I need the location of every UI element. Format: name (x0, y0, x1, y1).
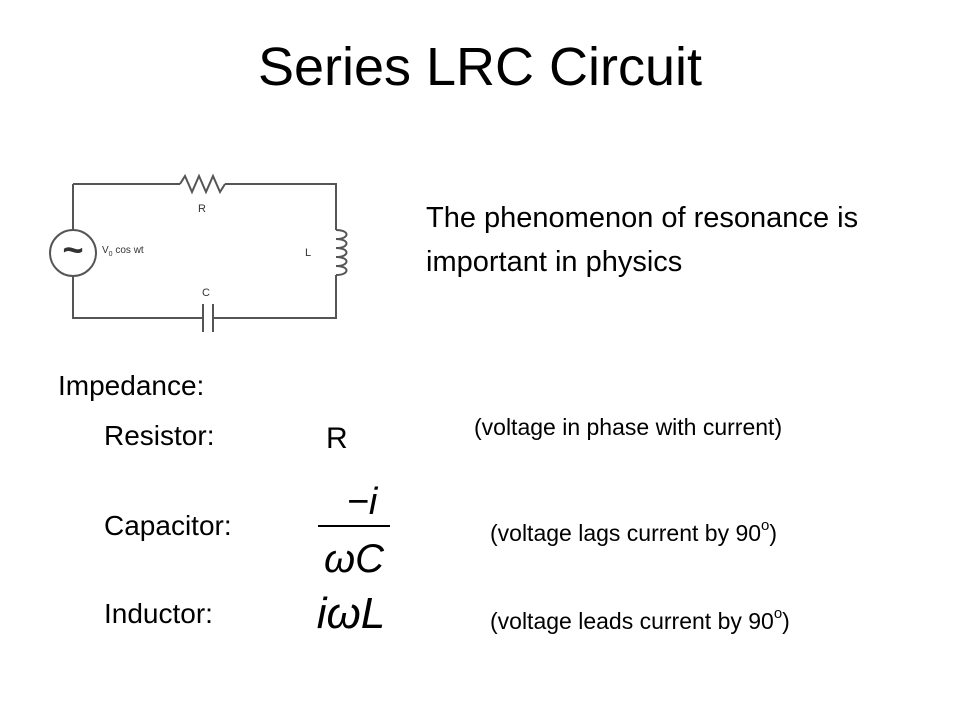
svg-text:iωL: iωL (317, 589, 386, 636)
inductor-note-end: ) (782, 608, 790, 634)
resistor-impedance: R (326, 422, 348, 455)
ac-source-wave: ~ (62, 229, 83, 270)
lrc-circuit-diagram: ~ V0 cos wt R L C (49, 173, 348, 332)
inductor-phase-note: (voltage leads current by 90o) (490, 605, 790, 635)
inductor-impedance-formula: iωL (317, 589, 386, 636)
resistor-label: R (198, 203, 206, 215)
impedance-heading: Impedance: (58, 370, 205, 401)
degree-superscript: o (773, 605, 783, 622)
capacitor-impedance-formula: −i ωC (318, 481, 390, 581)
capacitor-row-label: Capacitor: (104, 510, 232, 541)
inductor-note-text: (voltage leads current by 90 (490, 608, 774, 634)
degree-superscript: o (761, 517, 770, 534)
capacitor-label: C (202, 287, 210, 299)
inductor-label: L (305, 247, 311, 259)
ac-source-circle (49, 229, 97, 277)
capacitor-note-end: ) (769, 520, 778, 546)
source-label: V0 cos wt (102, 245, 144, 258)
slide-title: Series LRC Circuit (257, 37, 703, 97)
capacitor-note-text: (voltage lags current by 90 (490, 520, 762, 546)
cap-numerator: −i (347, 481, 379, 523)
capacitor-phase-note: (voltage lags current by 90o) (490, 517, 778, 547)
resistor-phase-note: (voltage in phase with current) (474, 414, 783, 440)
inductor-symbol (335, 229, 348, 276)
cap-denominator: ωC (324, 537, 385, 581)
inductor-row-label: Inductor: (104, 598, 213, 629)
resistor-symbol (179, 173, 226, 195)
resistor-row-label: Resistor: (104, 420, 215, 451)
intro-text: The phenomenon of resonance is important… (426, 202, 859, 278)
